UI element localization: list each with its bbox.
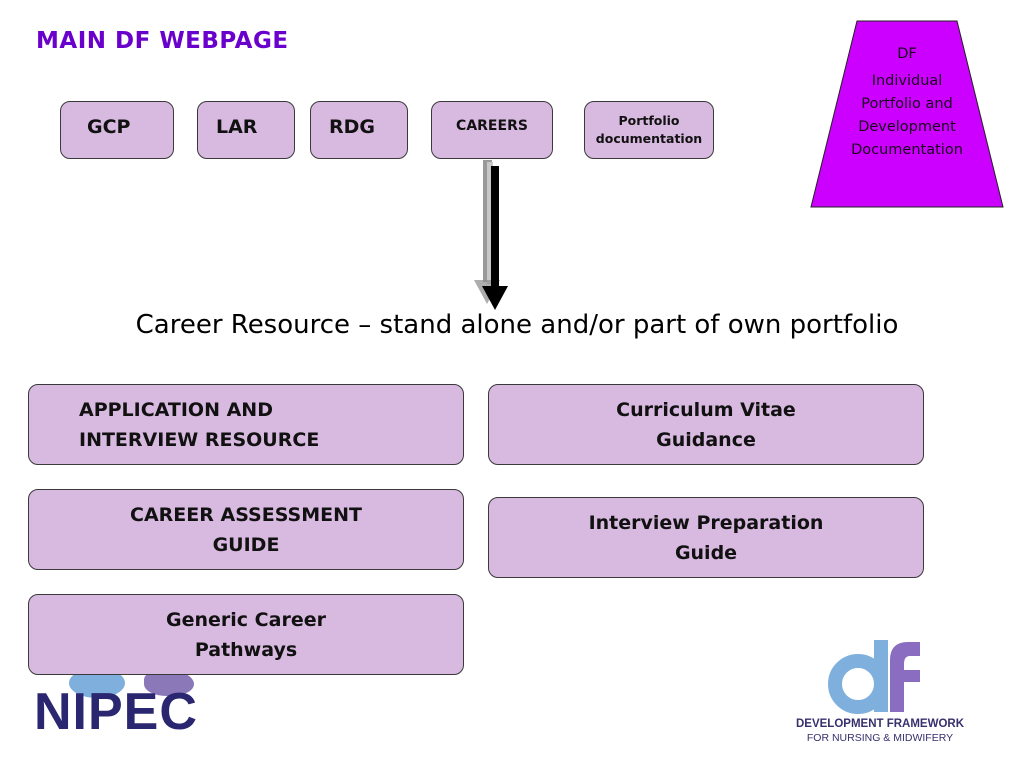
nav-rdg-label: RDG [329,116,375,138]
resource-label-line1: APPLICATION AND [79,398,273,421]
resource-application-interview-button[interactable]: APPLICATION AND INTERVIEW RESOURCE [28,384,464,465]
nav-gcp-button[interactable]: GCP [60,101,174,159]
down-arrow-icon [474,160,508,310]
df-portfolio-panel: DF Individual Portfolio and Development … [810,20,1004,208]
nipec-logo: NIPEC [34,660,224,750]
df-panel-line1: Individual [871,73,943,89]
resource-cv-guidance-button[interactable]: Curriculum Vitae Guidance [488,384,924,465]
resource-label-line1: Curriculum Vitae [616,398,796,421]
nav-careers-label: CAREERS [456,118,528,134]
nav-lar-label: LAR [216,116,258,138]
df-logo: DEVELOPMENT FRAMEWORK FOR NURSING & MIDW… [790,636,970,751]
df-logo-mark [828,640,920,714]
df-panel-heading: DF [897,46,917,62]
nipec-logo-text: NIPEC [34,683,198,741]
trapezoid-shape [810,20,1004,208]
career-resource-subtitle: Career Resource – stand alone and/or par… [135,310,899,340]
nav-rdg-button[interactable]: RDG [310,101,408,159]
df-panel-line4: Documentation [851,142,963,158]
nav-gcp-label: GCP [87,116,131,138]
resource-label-line2: Guide [674,541,738,564]
nav-lar-button[interactable]: LAR [197,101,295,159]
df-logo-title: DEVELOPMENT FRAMEWORK [795,718,965,730]
df-logo-subtitle: FOR NURSING & MIDWIFERY [806,732,954,744]
nav-portfolio-label-line1: Portfolio [618,113,680,128]
nav-careers-button[interactable]: CAREERS [431,101,553,159]
nav-portfolio-label-line2: documentation [595,131,703,146]
resource-label-line1: Generic Career [166,608,326,631]
resource-generic-career-pathways-button[interactable]: Generic Career Pathways [28,594,464,675]
resource-career-assessment-button[interactable]: CAREER ASSESSMENT GUIDE [28,489,464,570]
resource-interview-preparation-button[interactable]: Interview Preparation Guide [488,497,924,578]
resource-label-line2: Guidance [656,428,756,451]
resource-label-line2: INTERVIEW RESOURCE [79,428,320,451]
resource-label-line1: CAREER ASSESSMENT [130,503,362,526]
df-panel-line3: Development [858,119,956,135]
df-panel-line2: Portfolio and [861,96,953,112]
resource-label-line1: Interview Preparation [588,511,824,534]
resource-label-line2: GUIDE [212,533,280,556]
page-title: MAIN DF WEBPAGE [36,28,289,54]
nav-portfolio-button[interactable]: Portfolio documentation [584,101,714,159]
resource-label-line2: Pathways [194,638,298,661]
